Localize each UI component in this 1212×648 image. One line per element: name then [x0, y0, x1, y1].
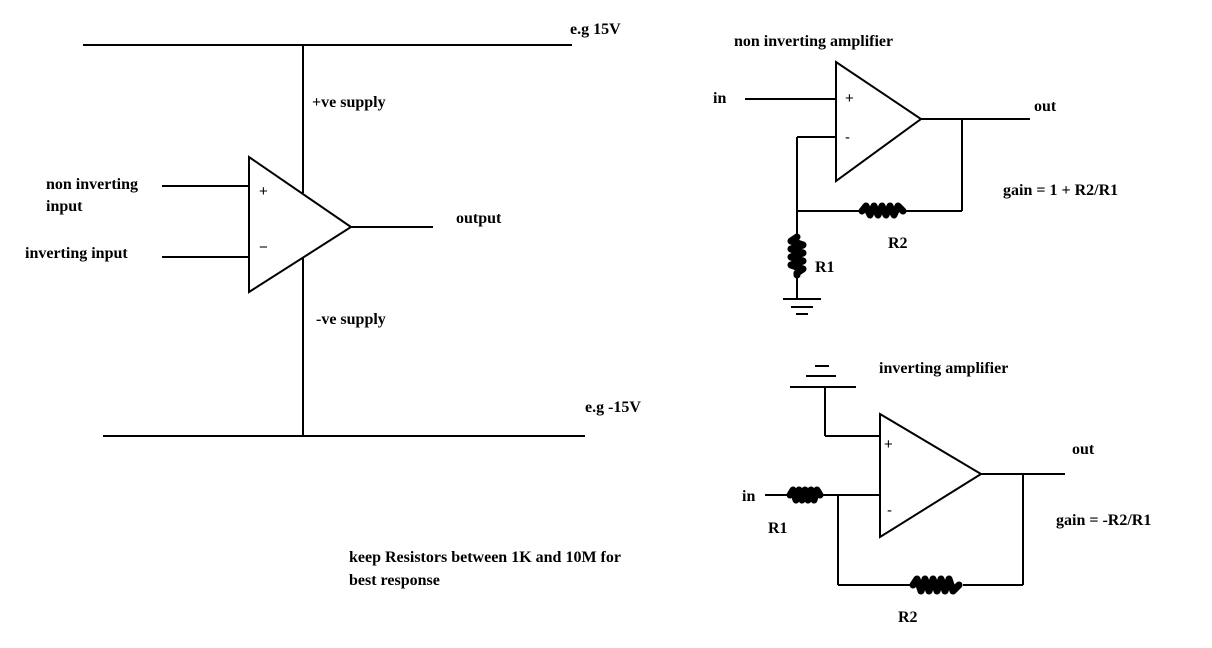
inverting-input-label: inverting input	[25, 245, 128, 262]
positive-supply-label: +ve supply	[312, 94, 386, 111]
opamp-triangle	[835, 60, 923, 183]
inverting-gain-formula: gain = -R2/R1	[1056, 512, 1152, 529]
resistor-note-line1: keep Resistors between 1K and 10M for	[349, 549, 621, 566]
opamp-minus-sign: −	[259, 239, 268, 256]
inverting-r1-label: R1	[768, 520, 788, 537]
noninverting-amplifier-schematic	[745, 60, 1030, 315]
noninverting-gain-formula: gain = 1 + R2/R1	[1003, 182, 1119, 199]
opamp-plus-sign: +	[259, 183, 268, 200]
general-opamp-schematic	[83, 44, 585, 437]
positive-supply-voltage-label: e.g 15V	[570, 21, 621, 38]
inverting-in-label: in	[742, 488, 756, 505]
opamp-triangle	[879, 412, 983, 539]
noninverting-input-label-line2: input	[46, 198, 83, 215]
r1-resistor	[787, 233, 807, 279]
opamp-triangle	[248, 155, 353, 294]
noninverting-amplifier-title: non inverting amplifier	[734, 33, 894, 50]
inverting-minus-sign: -	[887, 502, 892, 519]
noninverting-minus-sign: -	[845, 129, 850, 146]
resistor-note-line2: best response	[349, 572, 440, 589]
noninverting-r1-label: R1	[815, 259, 835, 276]
r2-resistor	[909, 575, 963, 595]
negative-supply-voltage-label: e.g -15V	[585, 399, 641, 416]
r1-resistor	[786, 486, 824, 504]
noninverting-input-label: non inverting	[46, 176, 139, 193]
noninverting-out-label: out	[1034, 98, 1057, 115]
noninverting-in-label: in	[713, 90, 727, 107]
negative-supply-label: -ve supply	[316, 311, 386, 328]
noninverting-plus-sign: +	[845, 90, 854, 107]
output-label: output	[456, 210, 502, 227]
inverting-out-label: out	[1072, 441, 1095, 458]
inverting-r2-label: R2	[898, 609, 918, 626]
r2-resistor	[858, 202, 907, 219]
inverting-amplifier-title: inverting amplifier	[879, 360, 1009, 377]
inverting-plus-sign: +	[884, 436, 893, 453]
inverting-amplifier-schematic	[765, 365, 1065, 595]
noninverting-r2-label: R2	[888, 235, 908, 252]
